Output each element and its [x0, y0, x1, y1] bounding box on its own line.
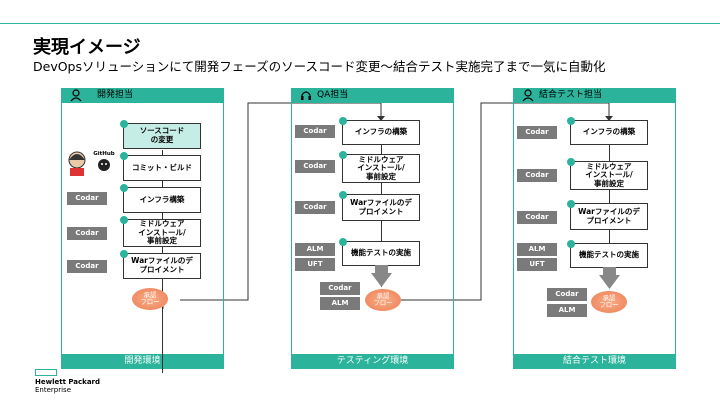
tool-tag: Codar [517, 211, 557, 224]
tool-tag: Codar [67, 227, 107, 240]
node-war-deploy: Warファイルのデ プロイメント [339, 191, 420, 221]
approval-flow[interactable]: 承認 フロー [591, 291, 627, 313]
tool-tag: Codar [295, 125, 335, 138]
status-dot [567, 117, 575, 125]
node-function-test: 機能テストの実施 [339, 238, 420, 266]
page-subtitle: DevOpsソリューションにて開発フェーズのソースコード変更～結合テスト実施完了… [33, 59, 606, 74]
tool-tag: ALM [547, 304, 587, 317]
node-source-change: ソースコード の変更 [120, 120, 201, 149]
down-arrow-icon [371, 265, 392, 287]
person-icon [69, 88, 83, 103]
status-dot [339, 151, 347, 159]
panel-body [513, 103, 676, 354]
panel-integration-test: 結合テスト担当 結合テスト環境 インフラの構築 ミドルウェア インストール/ 事… [513, 88, 676, 369]
node-function-test: 機能テストの実施 [567, 240, 648, 268]
tool-tag: ALM [295, 243, 335, 256]
panel-footer: テスティング環境 [291, 354, 454, 369]
hpe-logo-mark [35, 369, 57, 376]
status-dot [339, 191, 347, 199]
jenkins-icon [66, 150, 88, 180]
status-dot [120, 184, 128, 192]
tool-tag: Codar [517, 126, 557, 139]
node-war-deploy: Warファイルのデ プロイメント [567, 200, 648, 230]
tool-tag: Codar [67, 192, 107, 205]
panel-qa: QA担当 テスティング環境 インフラの構築 ミドルウェア インストール/ 事前設… [291, 88, 454, 369]
node-war-deploy: Warファイルのデ プロイメント [120, 250, 201, 279]
panel-development: 開発担当 開発環境 ソースコード の変更 コミット・ビルド インフラ構築 ミドル… [61, 88, 224, 373]
panel-title: QA担当 [317, 90, 349, 100]
status-dot [567, 240, 575, 248]
status-dot [339, 238, 347, 246]
panel-footer: 結合テスト環境 [513, 354, 676, 369]
status-dot [120, 120, 128, 128]
status-dot [567, 200, 575, 208]
panel-body [291, 103, 454, 354]
panel-title: 結合テスト担当 [539, 90, 603, 100]
hpe-logo: Hewlett Packard Enterprise [35, 378, 101, 394]
headset-icon [299, 88, 313, 103]
tool-tag: UFT [295, 258, 335, 271]
tool-tag: ALM [320, 297, 360, 310]
panel-body [61, 103, 224, 354]
panel-footer: 開発環境 [61, 354, 224, 369]
approval-flow[interactable]: 承認 フロー [365, 289, 401, 311]
down-arrow-icon [599, 267, 620, 289]
panel-header: 結合テスト担当 [513, 88, 676, 103]
node-infra: インフラの構築 [567, 117, 648, 145]
github-icon: GitHub [93, 151, 115, 176]
tool-tag: Codar [517, 169, 557, 182]
status-dot [339, 117, 347, 125]
person-icon [521, 88, 535, 103]
status-dot [567, 158, 575, 166]
page-title: 実現イメージ [33, 37, 141, 58]
node-middleware: ミドルウェア インストール/ 事前設定 [120, 216, 201, 247]
tool-tag: Codar [67, 260, 107, 273]
status-dot [120, 250, 128, 258]
node-middleware: ミドルウェア インストール/ 事前設定 [339, 151, 420, 183]
tool-tag: Codar [547, 288, 587, 301]
node-infra: インフラの構築 [339, 117, 420, 145]
node-infra: インフラ構築 [120, 184, 201, 213]
node-commit-build: コミット・ビルド [120, 152, 201, 181]
status-dot [120, 216, 128, 224]
approval-flow[interactable]: 承認 フロー [132, 288, 168, 310]
tool-tag: Codar [295, 201, 335, 214]
panel-header: QA担当 [291, 88, 454, 103]
top-rule [0, 23, 720, 24]
tool-tag: UFT [517, 258, 557, 271]
panel-title: 開発担当 [97, 90, 134, 100]
tool-tag: ALM [517, 243, 557, 256]
tool-tag: Codar [320, 282, 360, 295]
node-middleware: ミドルウェア インストール/ 事前設定 [567, 158, 648, 190]
status-dot [120, 152, 128, 160]
tool-tag: Codar [295, 160, 335, 173]
panel-header: 開発担当 [61, 88, 224, 103]
